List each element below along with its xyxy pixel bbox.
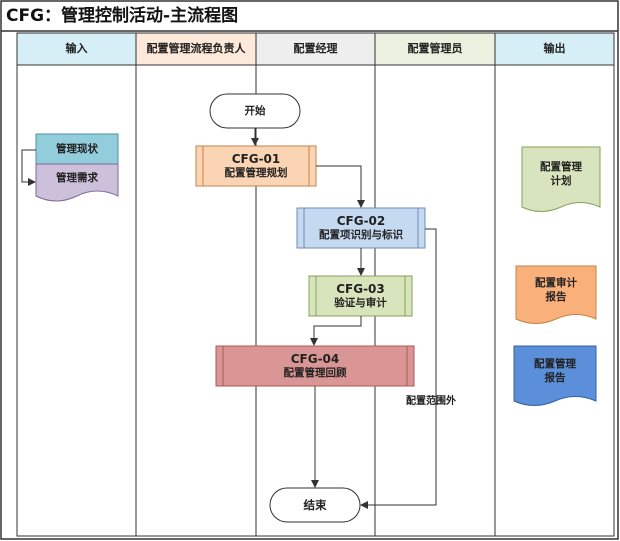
lane-header-config-manager: 配置经理: [293, 42, 338, 55]
lane-header-bg-output: [495, 33, 614, 65]
out-of-scope-label: 配置范围外: [406, 396, 456, 407]
lane-header-bg-admin: [375, 33, 495, 65]
step-cfg-02-box: [296, 207, 426, 249]
input-need-shape: [35, 163, 119, 202]
lane-header-input: 输入: [65, 42, 88, 55]
lane-header-output: 输出: [543, 42, 566, 55]
lane-header-bg-input: [17, 33, 136, 65]
page-title: CFG：管理控制活动-主流程图: [6, 6, 239, 26]
start-terminator: [209, 93, 301, 129]
output-audit-shape: [515, 265, 597, 324]
lane-header-config-admin: 配置管理员: [407, 42, 463, 55]
connector-03-to-04: [310, 316, 362, 346]
lane-frame: [16, 32, 615, 537]
lane-header-bg-manager: [256, 33, 375, 65]
input-loop-arrow: [21, 149, 36, 186]
step-cfg-04-box: [215, 345, 415, 387]
output-plan-shape: [521, 146, 601, 212]
connector-02-out-of-scope: [360, 228, 437, 509]
end-terminator: [269, 487, 361, 523]
lane-header-process-owner: 配置管理流程负责人: [146, 42, 246, 55]
output-report-shape: [513, 345, 597, 406]
connector-01-to-02: [316, 165, 365, 208]
step-cfg-03-box: [308, 275, 413, 317]
step-cfg-01-box: [195, 145, 317, 187]
input-current-shape: [35, 133, 119, 165]
lane-header-bg-owner: [136, 33, 256, 65]
